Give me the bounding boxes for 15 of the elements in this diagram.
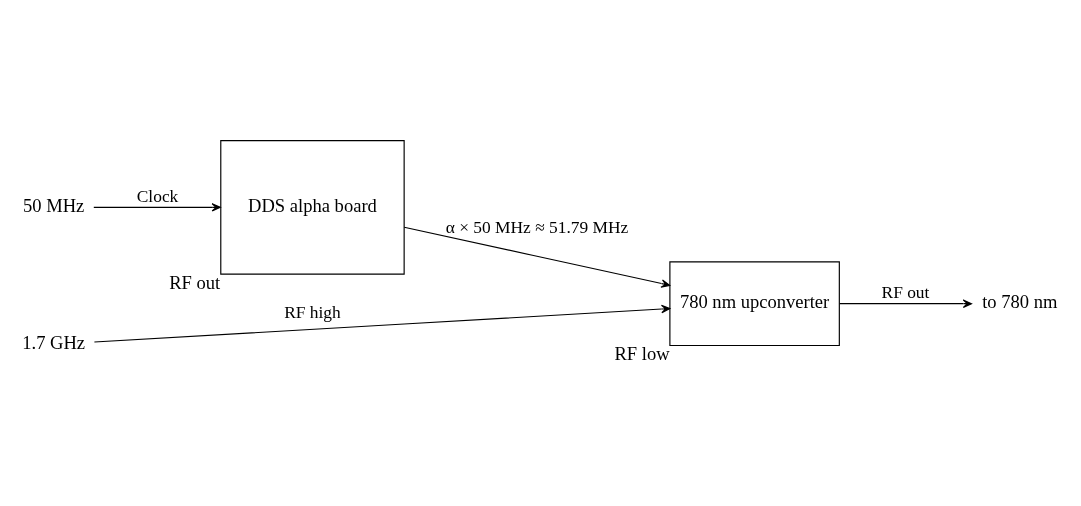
arrow: [403, 226, 671, 288]
node-text: to 780 nm: [982, 290, 1058, 312]
node-label: RF low: [614, 342, 670, 364]
edge-label: α × 50 MHz ≈ 51.79 MHz: [445, 216, 629, 237]
arrow: [839, 298, 973, 308]
node-text: 1.7 GHz: [22, 331, 86, 353]
arrow: [93, 202, 221, 212]
node-label: RF out: [169, 271, 221, 293]
node-text: 50 MHz: [23, 194, 85, 216]
node-box: 780 nm upconverter: [669, 260, 840, 346]
node-box: DDS alpha board: [220, 139, 405, 275]
edge-label: Clock: [136, 185, 179, 206]
arrow: [93, 304, 671, 343]
edge-label: RF high: [284, 301, 341, 322]
edge-label: RF out: [881, 281, 930, 302]
